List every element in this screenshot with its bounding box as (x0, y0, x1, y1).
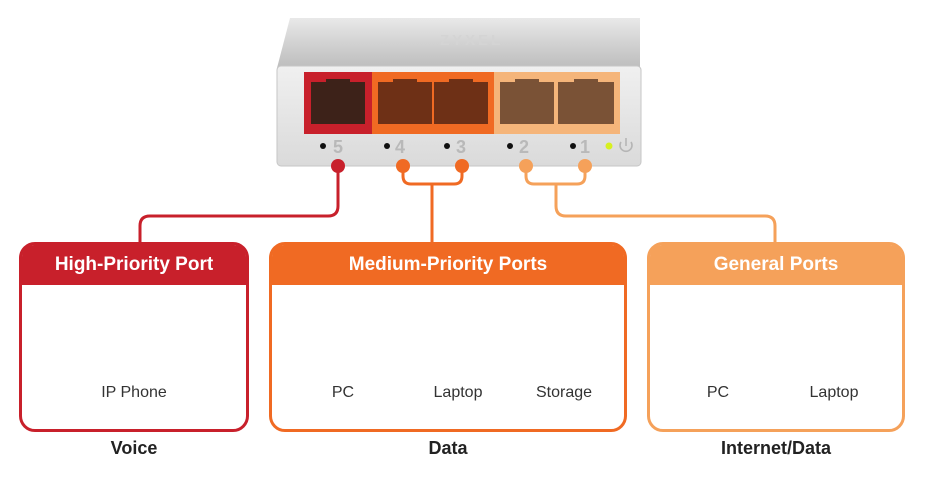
device-label-laptop: Laptop (809, 384, 859, 401)
general-ports-connector (524, 166, 777, 246)
port-jack-3[interactable] (434, 79, 488, 124)
medium-priority-connector (401, 166, 464, 246)
footer-internet-data: Internet/Data (720, 438, 832, 458)
high-priority-connector (138, 166, 340, 246)
switch-brand: ZYXEL (440, 32, 504, 49)
device-label-pc: PC (706, 384, 730, 401)
general-ports-box: General Ports (647, 242, 905, 432)
high-priority-box: High-Priority Port (19, 242, 249, 432)
device-label-laptop: Laptop (433, 384, 483, 401)
high-priority-title: High-Priority Port (22, 245, 246, 285)
port-label-5: 5 (333, 137, 344, 157)
footer-data: Data (428, 438, 468, 458)
footer-voice: Voice (110, 438, 158, 458)
device-label-ip-phone: IP Phone (101, 384, 167, 401)
port-jack-1[interactable] (558, 79, 614, 124)
port-jack-5[interactable] (311, 79, 365, 124)
device-label-storage: Storage (535, 384, 593, 401)
general-ports-title: General Ports (650, 245, 902, 285)
port-label-2: 2 (519, 137, 530, 157)
medium-priority-title: Medium-Priority Ports (272, 245, 624, 285)
port-label-1: 1 (580, 137, 591, 157)
power-icon (619, 138, 633, 153)
port-label-4: 4 (395, 137, 406, 157)
network-switch (276, 18, 642, 167)
port-jack-4[interactable] (378, 79, 432, 124)
device-label-pc: PC (331, 384, 355, 401)
port-label-3: 3 (456, 137, 467, 157)
port-jack-2[interactable] (500, 79, 554, 124)
medium-priority-box: Medium-Priority Ports (269, 242, 627, 432)
